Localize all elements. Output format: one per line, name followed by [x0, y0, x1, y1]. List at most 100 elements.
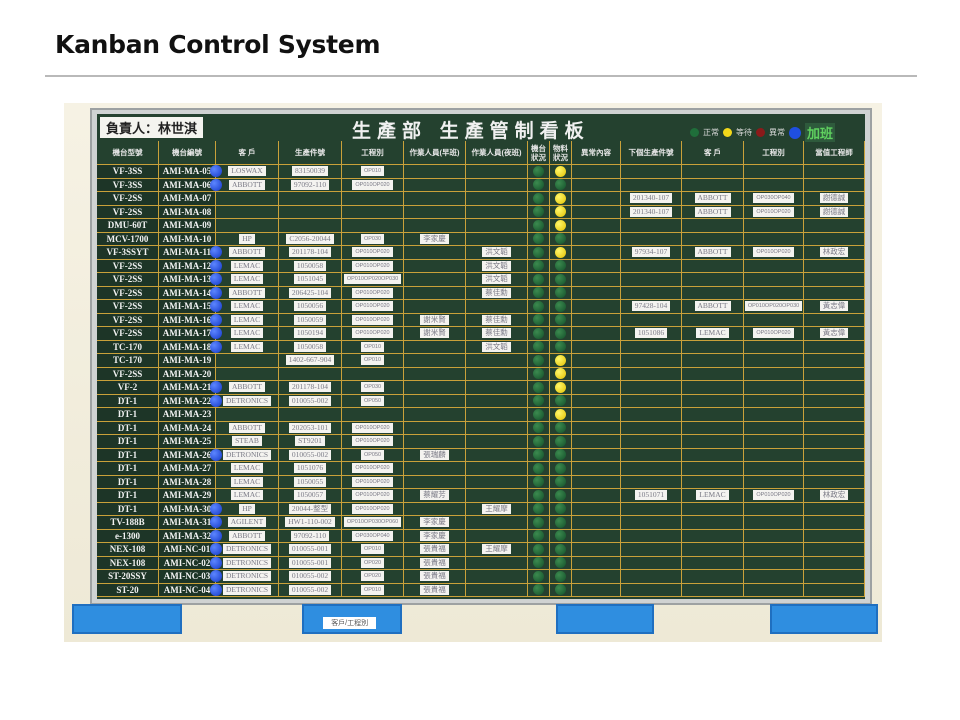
cell-ms	[528, 394, 550, 408]
cell-ms	[528, 421, 550, 435]
label-tag: OP010	[360, 355, 385, 366]
label-tag: DETRONICS	[222, 544, 272, 555]
machine-normal-magnet-icon	[533, 300, 544, 312]
cell-wait	[550, 340, 572, 354]
cell-id: AMI-MA-32	[159, 529, 216, 543]
cell-ms	[528, 273, 550, 287]
label-tag: LEMAC	[230, 328, 264, 339]
label-tag: ABBOTT	[694, 206, 731, 217]
label-tag: LEMAC	[696, 328, 729, 339]
cell-npr	[744, 219, 804, 233]
cell-model: VF-2SS	[97, 205, 159, 219]
cell-cust: DETRONICS	[210, 583, 279, 597]
cell-proc: OP010OP020	[342, 313, 404, 327]
cell-cust: DETRONICS	[210, 394, 279, 408]
cell-ms	[528, 408, 550, 422]
cell-model: VF-2SS	[97, 313, 159, 327]
column-header: 客 戶	[216, 141, 279, 165]
cell-nc	[682, 381, 744, 395]
responsible-person: 負責人：林世淇	[100, 117, 204, 138]
cell-npr	[744, 421, 804, 435]
cell-ms	[528, 435, 550, 449]
cell-ms	[528, 205, 550, 219]
cell-np	[621, 462, 682, 476]
waiting-dot-icon	[722, 128, 732, 137]
label-tag: 林政宏	[819, 490, 849, 501]
label-tag: OP010OP020	[352, 328, 393, 339]
label-tag: ST9201	[295, 436, 325, 447]
label-tag: DETRONICS	[222, 557, 272, 568]
cell-night	[466, 178, 528, 192]
label-tag: 97934-107	[631, 247, 671, 258]
cell-ne	[804, 178, 865, 192]
cell-npr	[744, 394, 804, 408]
cell-cust: LOSWAX	[210, 165, 279, 179]
label-tag: ABBOTT	[694, 301, 731, 312]
label-tag: 010055-002	[288, 571, 332, 582]
normal-dot-icon	[689, 128, 699, 137]
machine-normal-magnet-icon	[533, 260, 544, 272]
cell-day	[404, 381, 466, 395]
cell-day	[404, 502, 466, 516]
cell-ab	[572, 570, 621, 584]
label-tag: 1050057	[293, 490, 327, 501]
cell-night	[466, 570, 528, 584]
cell-cust: LEMAC	[210, 273, 279, 287]
cell-ab	[572, 300, 621, 314]
cell-npr: OP010OP020	[744, 327, 804, 341]
cell-cust: LEMAC	[210, 340, 279, 354]
cell-cust: HP	[210, 502, 279, 516]
cell-model: DT-1	[97, 489, 159, 503]
cell-proc: OP010OP020	[342, 435, 404, 449]
cell-ms	[528, 516, 550, 530]
cell-wait	[550, 273, 572, 287]
material-waiting-magnet-icon	[555, 192, 566, 204]
cell-ne	[804, 340, 865, 354]
cell-wait	[550, 259, 572, 273]
cell-ab	[572, 556, 621, 570]
cell-ms	[528, 475, 550, 489]
overtime-magnet-icon	[210, 286, 222, 299]
cell-wait	[550, 489, 572, 503]
label-tag: HP	[239, 233, 255, 244]
cell-night	[466, 381, 528, 395]
cell-ms	[528, 462, 550, 476]
material-normal-magnet-icon	[555, 543, 566, 555]
cell-np	[621, 408, 682, 422]
label-tag: 201178-104	[289, 247, 331, 258]
cell-npr	[744, 340, 804, 354]
cell-np	[621, 570, 682, 584]
cell-part: 010055-002	[279, 583, 342, 597]
cell-np	[621, 273, 682, 287]
material-normal-magnet-icon	[555, 300, 566, 312]
cell-npr	[744, 583, 804, 597]
label-tag: 張瑞麟	[420, 449, 449, 460]
cell-day: 謝米賢	[404, 313, 466, 327]
material-normal-magnet-icon	[555, 260, 566, 272]
cell-part: 1050057	[279, 489, 342, 503]
cell-npr	[744, 313, 804, 327]
cell-part	[279, 192, 342, 206]
cell-npr	[744, 259, 804, 273]
cell-wait	[550, 475, 572, 489]
cell-day	[404, 462, 466, 476]
cell-model: e-1300	[97, 529, 159, 543]
cell-cust	[216, 367, 279, 381]
cell-wait	[550, 354, 572, 368]
machine-normal-magnet-icon	[533, 368, 544, 380]
label-tag: OP010	[360, 544, 385, 555]
cell-day	[404, 286, 466, 300]
cell-proc: OP010OP020	[342, 259, 404, 273]
legend-normal: 正常	[702, 128, 719, 137]
cell-ne	[804, 313, 865, 327]
cell-ne	[804, 448, 865, 462]
cell-np	[621, 367, 682, 381]
cell-np: 1051086	[621, 327, 682, 341]
machine-normal-magnet-icon	[533, 219, 544, 231]
label-tag: LEMAC	[230, 274, 264, 285]
cell-ms	[528, 259, 550, 273]
cell-npr	[744, 408, 804, 422]
cell-id: AMI-MA-29	[159, 489, 216, 503]
